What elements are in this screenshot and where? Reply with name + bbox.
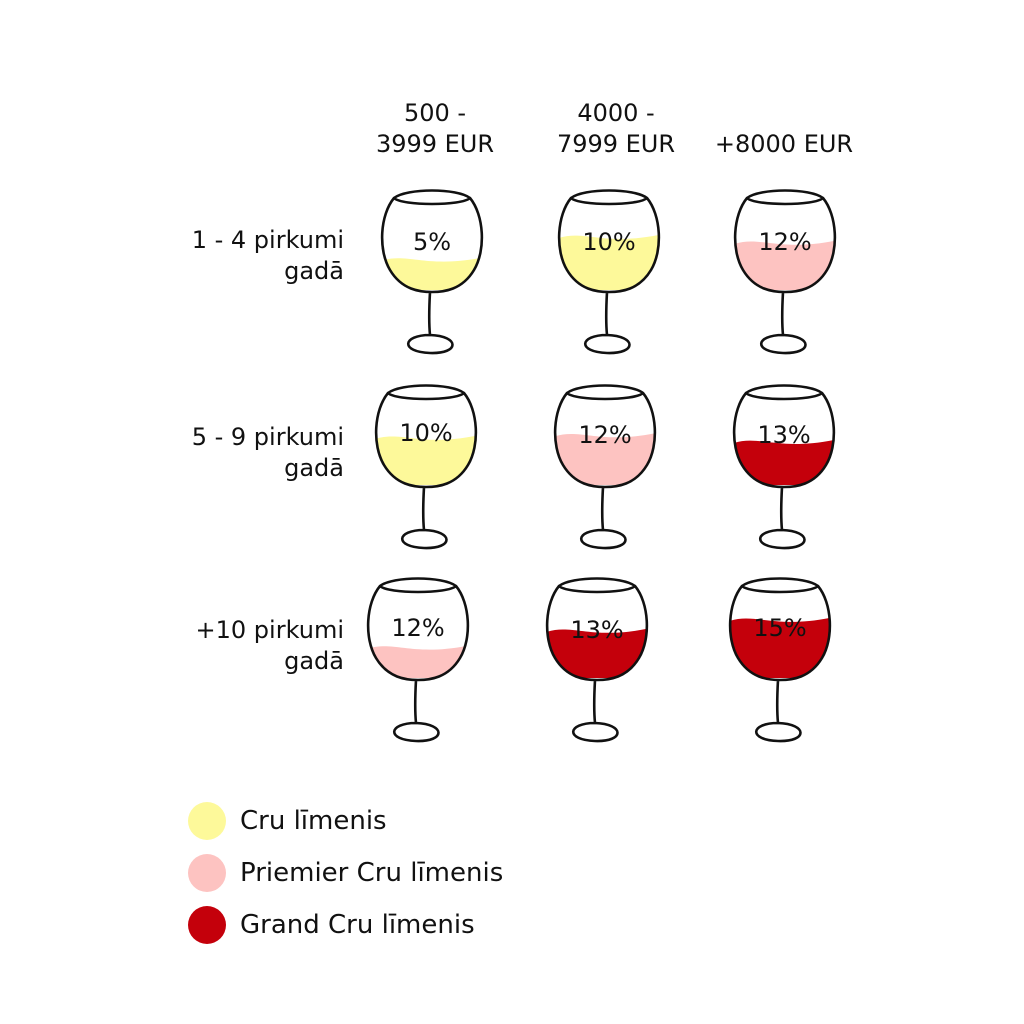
column-header-2: 4000 - 7999 EUR xyxy=(556,99,676,158)
discount-percent: 10% xyxy=(582,228,635,256)
wine-glass-icon xyxy=(557,189,661,355)
discount-percent: 15% xyxy=(753,614,806,642)
wine-glass-r3-c2: 13% xyxy=(537,568,657,748)
wine-fill xyxy=(368,645,468,678)
column-header-1: 500 - 3999 EUR xyxy=(375,99,495,158)
legend: Cru līmenis Priemier Cru līmenis Grand C… xyxy=(188,795,503,951)
swatch-cru xyxy=(188,802,226,840)
discount-percent: 12% xyxy=(578,421,631,449)
legend-item-premier-cru: Priemier Cru līmenis xyxy=(188,847,503,899)
legend-label: Grand Cru līmenis xyxy=(240,910,475,940)
swatch-grand-cru xyxy=(188,906,226,944)
wine-glass-icon xyxy=(366,577,470,743)
wine-glass-r1-c3: 12% xyxy=(725,180,845,360)
legend-label: Cru līmenis xyxy=(240,806,387,836)
wine-glass-r1-c2: 10% xyxy=(549,180,669,360)
wine-glass-icon xyxy=(374,384,478,550)
row-label-2: 5 - 9 pirkumi gadā xyxy=(191,423,344,482)
wine-glass-icon xyxy=(553,384,657,550)
wine-glass-icon xyxy=(733,189,837,355)
discount-percent: 5% xyxy=(413,228,451,256)
legend-label: Priemier Cru līmenis xyxy=(240,858,504,888)
legend-item-grand-cru: Grand Cru līmenis xyxy=(188,899,503,951)
discount-percent: 12% xyxy=(391,614,444,642)
wine-fill xyxy=(376,435,476,485)
wine-glass-r3-c1: 12% xyxy=(358,568,478,748)
wine-glass-icon xyxy=(732,384,836,550)
wine-glass-icon xyxy=(380,189,484,355)
wine-glass-icon xyxy=(545,577,649,743)
wine-glass-r2-c1: 10% xyxy=(366,375,486,555)
wine-fill xyxy=(547,628,647,678)
discount-percent: 13% xyxy=(570,616,623,644)
wine-glass-r1-c1: 5% xyxy=(372,180,492,360)
wine-glass-r2-c2: 12% xyxy=(545,375,665,555)
wine-glass-r3-c3: 15% xyxy=(720,568,840,748)
wine-fill xyxy=(555,433,655,485)
discount-percent: 10% xyxy=(399,419,452,447)
wine-glass-r2-c3: 13% xyxy=(724,375,844,555)
discount-percent: 12% xyxy=(758,228,811,256)
wine-fill xyxy=(734,440,834,485)
wine-glass-icon xyxy=(728,577,832,743)
discount-percent: 13% xyxy=(757,421,810,449)
row-label-3: +10 pirkumi gadā xyxy=(195,616,344,675)
wine-fill xyxy=(382,257,482,290)
legend-item-cru: Cru līmenis xyxy=(188,795,503,847)
swatch-premier-cru xyxy=(188,854,226,892)
wine-fill xyxy=(559,234,659,290)
row-label-1: 1 - 4 pirkumi gadā xyxy=(191,226,344,285)
column-header-3: +8000 EUR xyxy=(714,130,854,158)
wine-fill xyxy=(730,617,830,678)
wine-fill xyxy=(735,240,835,290)
